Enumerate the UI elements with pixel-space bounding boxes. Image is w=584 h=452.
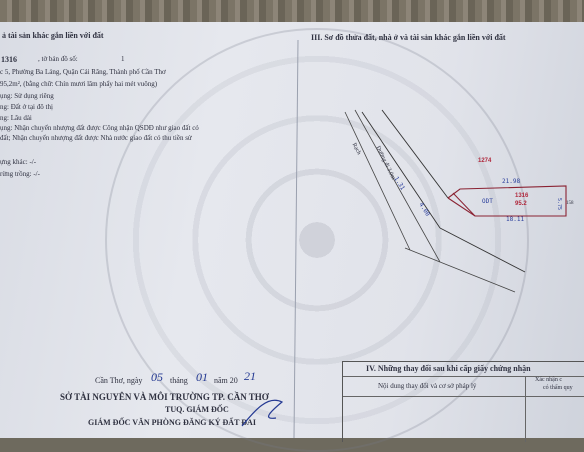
parcel-diagonal <box>452 192 476 217</box>
changes-col-confirm-2: có thẩm quy <box>543 385 573 391</box>
parcel-top-number: 1274 <box>478 158 492 164</box>
dimension-bottom: 18.11 <box>506 216 525 223</box>
land-purpose-line: ng: Đất ở tại đô thị <box>0 103 53 111</box>
parcel-number: 1316 <box>1 55 17 64</box>
sign-day: 05 <box>151 370 163 384</box>
parcel-outline <box>447 185 567 217</box>
fold-line <box>293 39 299 438</box>
background-surface <box>0 0 584 26</box>
dimension-top: 21.98 <box>502 178 521 185</box>
sign-month-label: tháng <box>170 376 188 385</box>
address-line: c 5, Phường Ba Láng, Quận Cái Răng, Thàn… <box>0 68 166 76</box>
parcel-number-label: 1316 <box>515 193 529 199</box>
changes-title-row <box>343 362 584 377</box>
canal-line-1 <box>344 111 411 251</box>
origin-line-1: ụng: Nhận chuyển nhượng đất được Công nh… <box>0 124 199 132</box>
parcel-diagram <box>293 39 567 438</box>
parcel-land-code: ODT <box>482 198 493 205</box>
left-section-header: ả tài sản khác gắn liền với đất <box>2 31 104 40</box>
sign-year: 21 <box>244 369 256 383</box>
map-sheet-number: 1 <box>121 55 125 63</box>
changes-table <box>342 361 584 442</box>
changes-header-row <box>343 376 584 397</box>
origin-line-2: đất; Nhận chuyển nhượng đất được Nhà nướ… <box>0 134 192 142</box>
watermark-emblem <box>105 28 529 452</box>
changes-table-title: IV. Những thay đổi sau khi cấp giấy chứn… <box>366 364 531 373</box>
parcel-area-label: 95.2 <box>515 201 527 207</box>
changes-col-confirm-1: Xác nhận c <box>535 377 562 383</box>
plantation-line: rừng trồng: -/- <box>0 170 40 178</box>
deputy-title: TUQ. GIÁM ĐỐC <box>165 405 229 414</box>
column-divider <box>525 376 526 442</box>
map-sheet-label: , tờ bản đồ số: <box>38 55 78 63</box>
sign-place: Cần Thơ, ngày <box>95 376 143 385</box>
edge-label: 158 <box>566 201 574 206</box>
road-line-3 <box>439 227 526 273</box>
changes-col-content: Nội dung thay đổi và cơ sở pháp lý <box>378 382 477 390</box>
other-house-line: ựng khác: -/- <box>0 158 37 166</box>
canal-line-2 <box>354 109 441 263</box>
road-line-2 <box>381 109 449 199</box>
office-title: GIÁM ĐỐC VĂN PHÒNG ĐĂNG KÝ ĐẤT ĐAI <box>88 418 256 427</box>
usage-form-line: ụng: Sử dụng riêng <box>0 92 54 100</box>
area-line: 95,2m², (bằng chữ: Chín mươi lăm phẩy ha… <box>0 80 158 88</box>
signature-scribble <box>241 399 284 427</box>
right-section-header: III. Sơ đồ thửa đất, nhà ở và tài sản kh… <box>311 33 506 42</box>
duration-line: ng: Lâu dài <box>0 114 32 122</box>
sign-month: 01 <box>196 370 208 384</box>
road-line-1 <box>361 111 441 229</box>
sign-year-label: năm 20 <box>214 376 238 385</box>
issuing-authority: SỞ TÀI NGUYÊN VÀ MÔI TRƯỜNG TP. CẦN THƠ <box>60 392 269 402</box>
canal-line-3 <box>404 247 516 293</box>
